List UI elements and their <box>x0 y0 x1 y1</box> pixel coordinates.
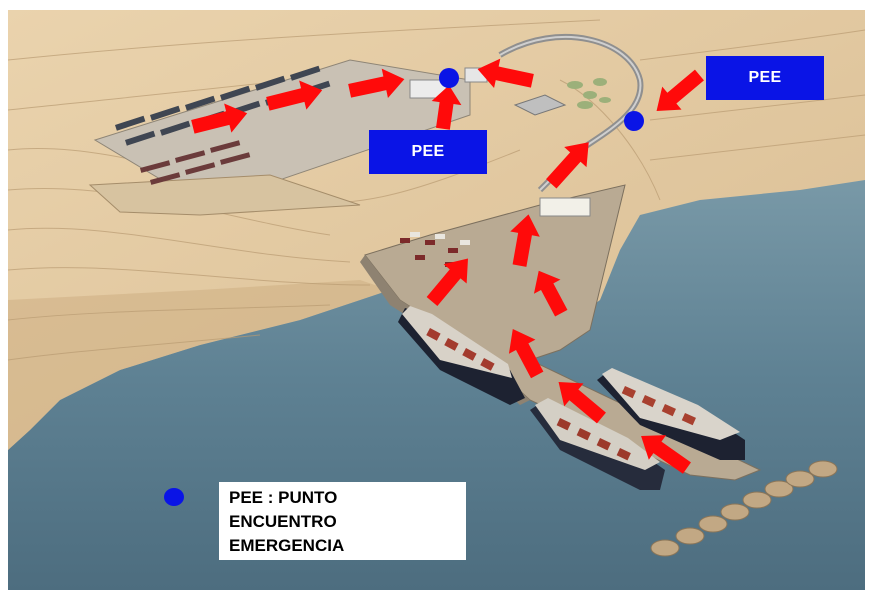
evacuation-arrows <box>191 58 704 474</box>
legend-line-2: ENCUENTRO <box>229 512 337 531</box>
container-rows <box>115 65 331 185</box>
mooring-dolphins <box>650 460 838 557</box>
cargo-ship-3 <box>597 368 745 460</box>
meeting-point-dot-1 <box>439 68 459 88</box>
pee-label-top: PEE <box>706 56 824 100</box>
cargo-ship-2 <box>530 398 665 490</box>
legend-line-3: EMERGENCIA <box>229 536 345 555</box>
trees <box>567 78 611 109</box>
meeting-point-dot-2 <box>624 111 644 131</box>
legend-box: PEE : PUNTO ENCUENTRO EMERGENCIA <box>219 482 466 560</box>
cargo-ship-1 <box>398 306 525 405</box>
legend-dot-icon <box>164 488 184 506</box>
warehouse <box>539 197 591 217</box>
legend-line-1: PEE : PUNTO <box>229 488 338 507</box>
pee-label-middle: PEE <box>369 130 487 174</box>
